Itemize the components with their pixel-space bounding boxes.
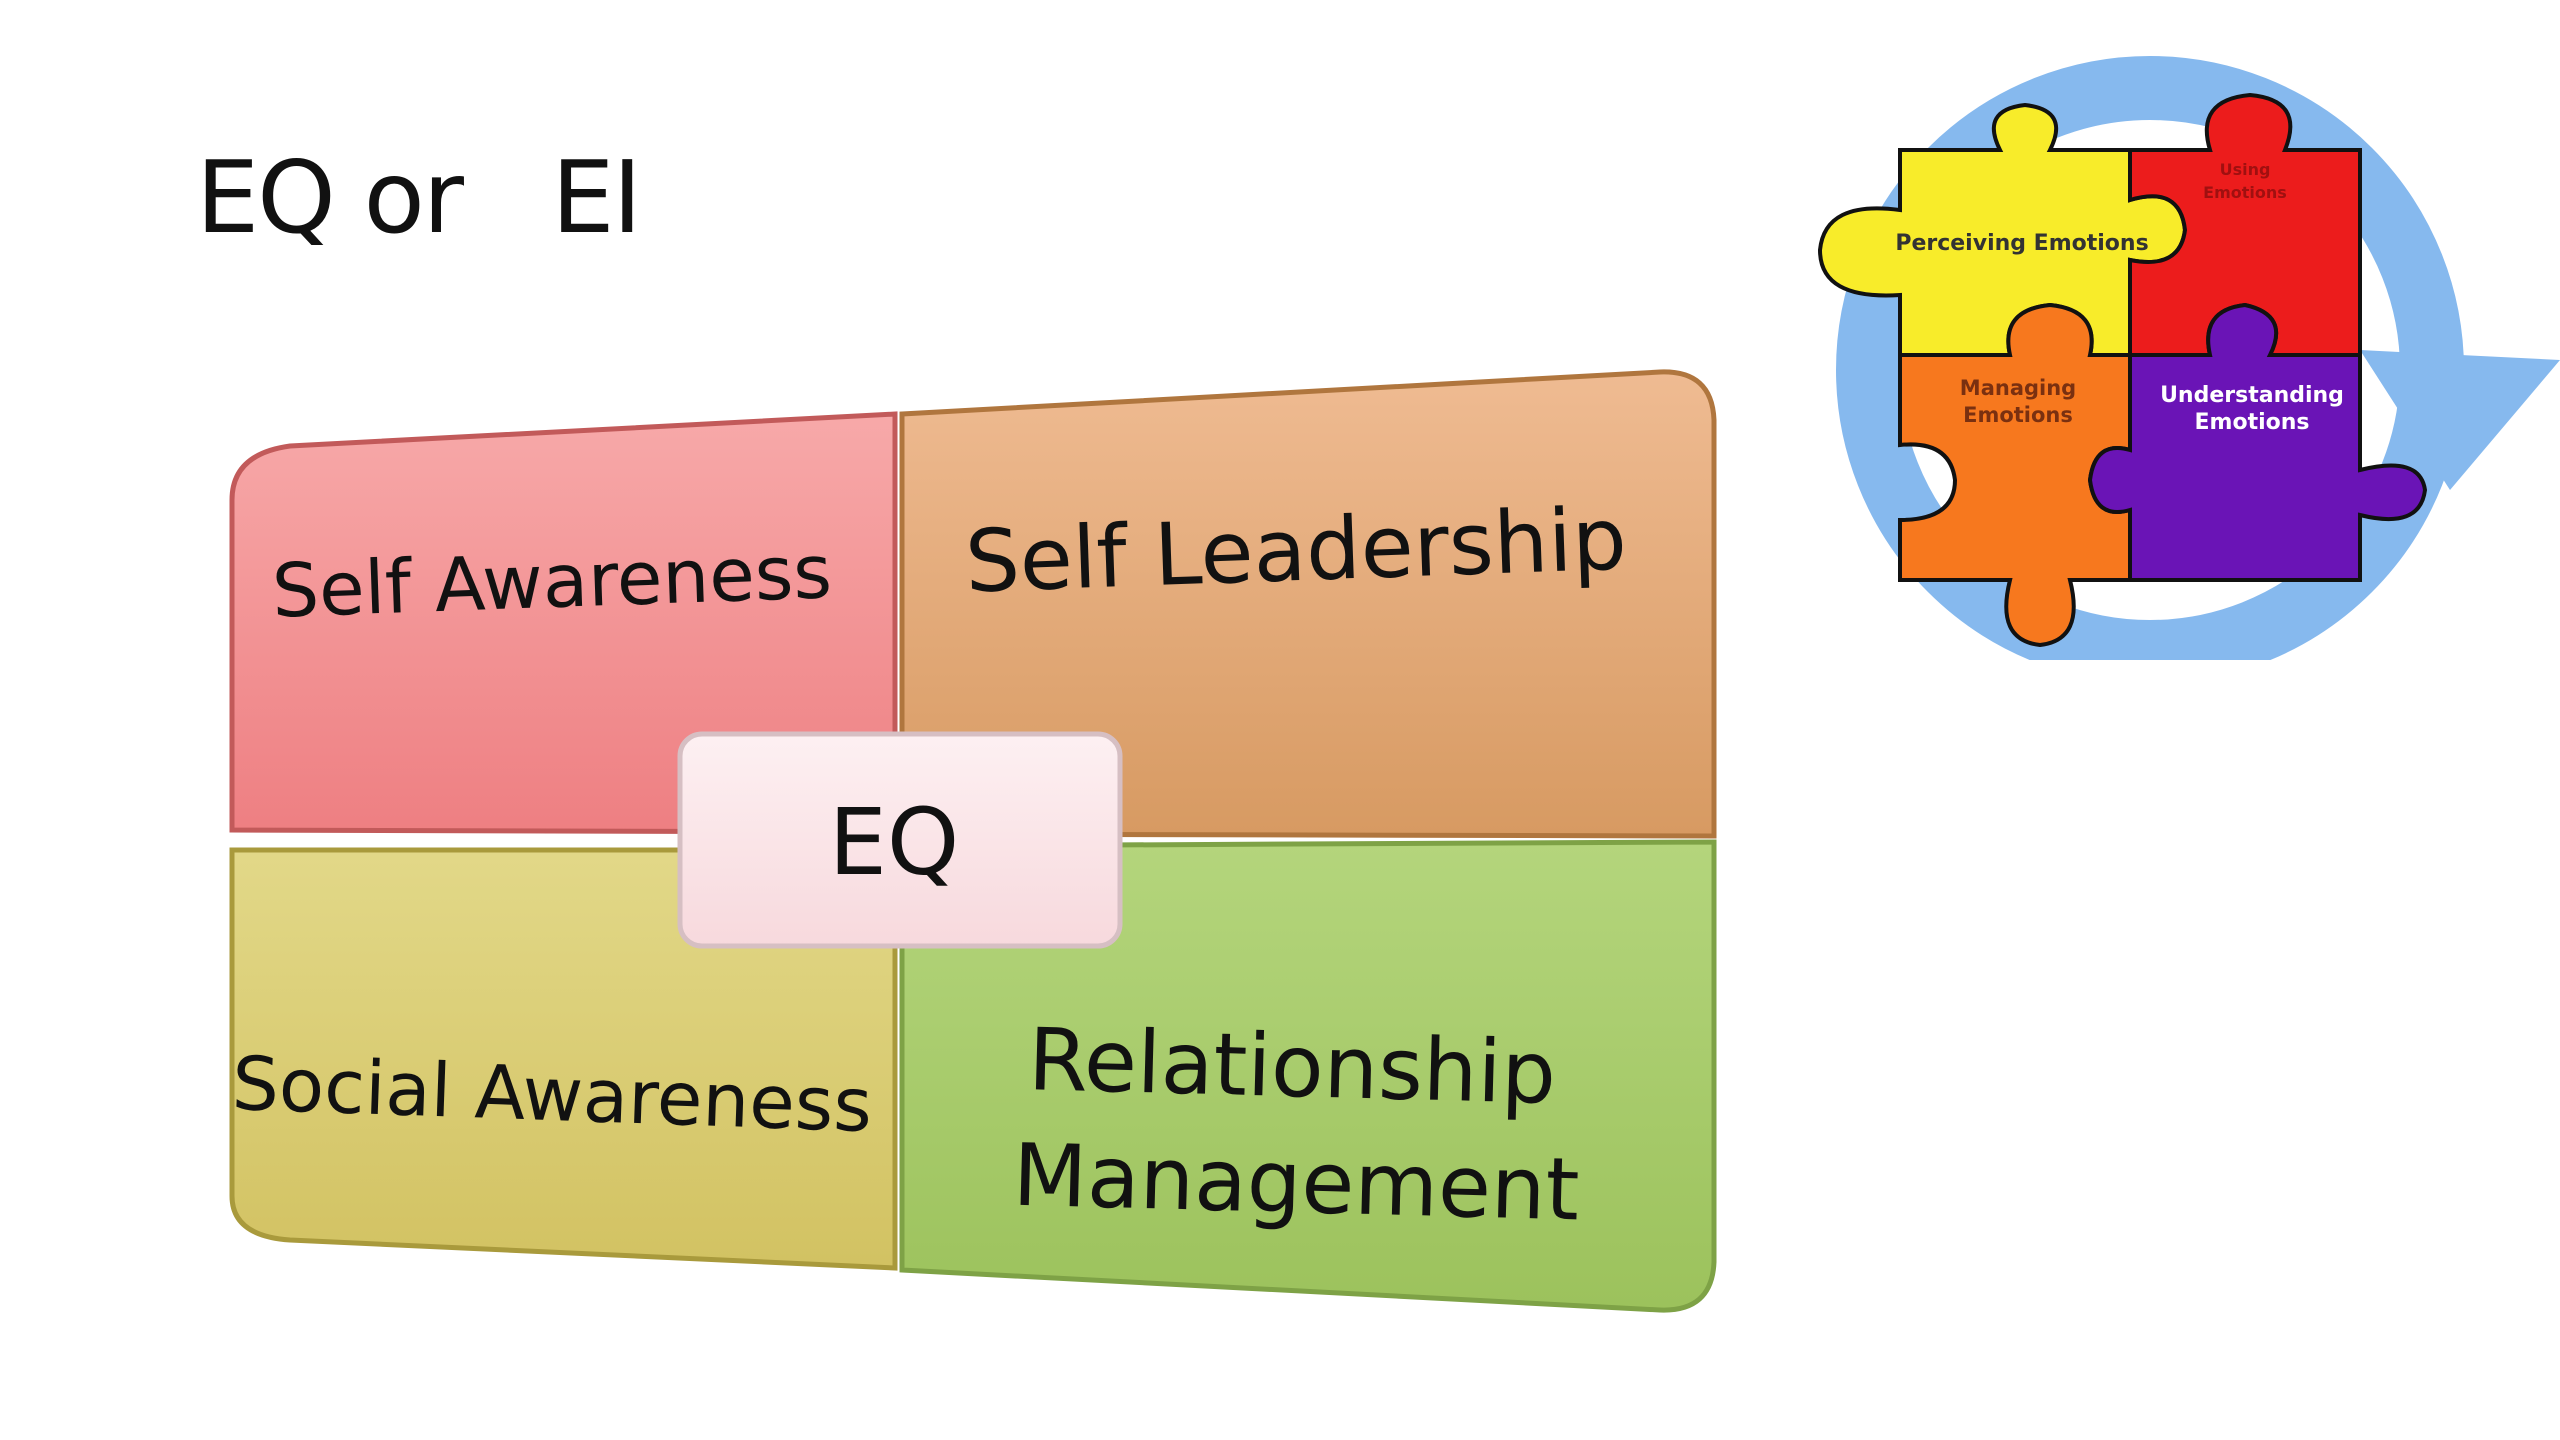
puzzle-piece-understanding	[2087, 302, 2428, 582]
puzzle-piece-managing	[1898, 302, 2132, 648]
center-eq-box	[677, 731, 1123, 949]
center-eq-label: EQ	[829, 789, 960, 896]
label-relationship-line2: Management	[1012, 1126, 1581, 1241]
label-self-awareness: Self Awareness	[271, 529, 834, 634]
puzzle-label-understanding-2: Emotions	[2195, 410, 2310, 435]
quadrant-relationship-management	[899, 839, 1717, 1313]
puzzle-label-managing-2: Emotions	[1963, 403, 2073, 427]
label-relationship-line1: Relationship	[1027, 1010, 1557, 1124]
quadrant-social-awareness	[229, 847, 898, 1271]
puzzle-label-using-2: Emotions	[2203, 183, 2287, 202]
arrow-head-icon	[2360, 350, 2560, 490]
label-self-leadership: Self Leadership	[963, 489, 1628, 612]
puzzle-label-using-1: Using	[2220, 160, 2271, 179]
puzzle-label-managing-1: Managing	[1960, 376, 2076, 400]
puzzle-label-perceiving: Perceiving Emotions	[1895, 231, 2148, 256]
quadrant-self-leadership	[899, 369, 1717, 839]
quadrant-self-awareness	[229, 411, 898, 835]
slide-title: EQ or EI	[196, 139, 642, 256]
puzzle-label-understanding-1: Understanding	[2160, 383, 2344, 408]
emotions-puzzle-image: Perceiving Emotions Using Emotions Manag…	[1817, 56, 2560, 660]
